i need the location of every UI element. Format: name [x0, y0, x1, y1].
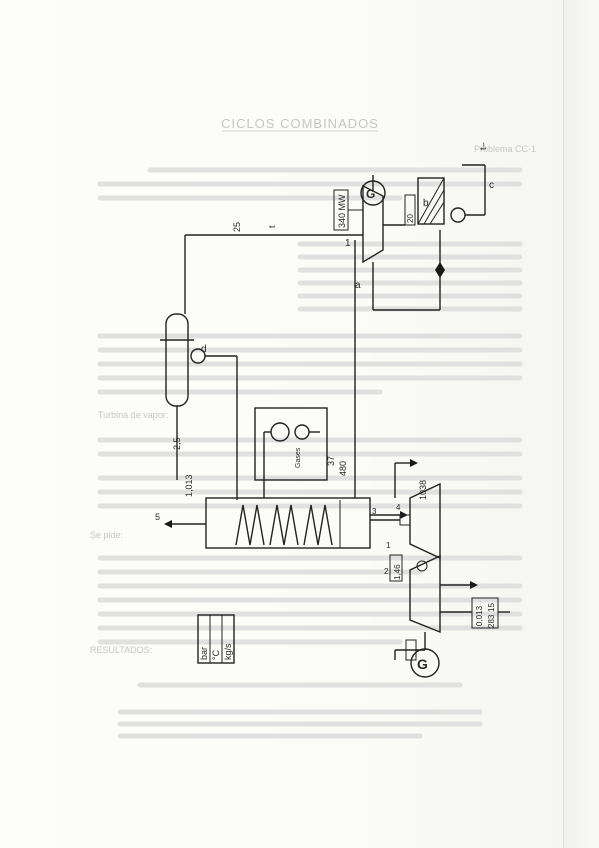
label-20: 20 — [406, 214, 415, 223]
coil-3 — [303, 504, 333, 546]
deaerator-group: d 2,5 — [160, 235, 238, 500]
label-283: 283 — [487, 614, 496, 628]
generator-bottom — [410, 648, 440, 678]
node-a: a — [355, 280, 361, 291]
gas-turbine — [362, 184, 384, 264]
units-kgs: kg/s — [223, 643, 233, 660]
drum-pump-2 — [294, 424, 310, 440]
steam-turbine-group: 1038 4 3 2 1 1,46 0,013 15 283 — [370, 459, 510, 678]
label-25: 25 — [232, 222, 242, 232]
units-legend: bar °C kg/s — [197, 614, 235, 664]
node-d: d — [201, 344, 207, 355]
label-1-013: 1,013 — [184, 474, 194, 497]
power-label: 340 MW — [337, 194, 347, 228]
node-1b: 1 — [386, 541, 391, 550]
units-celsius: °C — [211, 649, 221, 660]
node-c: c — [489, 180, 494, 191]
problem-heading: Problema CC-1 — [474, 144, 536, 154]
exhaust-arrow — [164, 520, 172, 528]
recovery-boiler — [205, 497, 371, 549]
label-37: 37 — [326, 456, 336, 466]
svg-text:G: G — [366, 187, 375, 201]
node-2: 2 — [384, 567, 389, 576]
node-b: b — [423, 198, 429, 209]
node-5: 5 — [155, 512, 160, 522]
hrsg-group: 5 1,013 Gases 480 37 — [155, 240, 371, 549]
svg-text:G: G — [417, 656, 428, 672]
results-heading: RESULTADOS: — [90, 645, 152, 655]
extraction-valve — [416, 560, 428, 572]
node-1: 1 — [345, 238, 351, 249]
label-15: 15 — [487, 603, 496, 612]
units-box — [197, 614, 235, 664]
inlet-mark: t– — [478, 142, 488, 150]
label-0-013: 0,013 — [475, 605, 484, 626]
hp-outlet-arrow — [410, 459, 418, 467]
label-2-5: 2,5 — [172, 437, 182, 450]
label-1-46: 1,46 — [393, 564, 402, 580]
gas-turbine-group: G 340 MW 20 c t– b 25 t 1 — [185, 142, 494, 311]
node-3: 3 — [372, 507, 377, 516]
drum-frame — [254, 407, 328, 481]
combustion-chamber — [417, 177, 445, 225]
steam-turbine-heading: Turbina de vapor: — [98, 410, 168, 420]
gas-note: Gases — [295, 447, 302, 468]
faded-text-block: CICLOS COMBINADOS Problema CC-1 Turbina … — [90, 116, 536, 739]
units-bar: bar — [199, 647, 209, 660]
coil-1 — [235, 504, 265, 546]
label-1038: 1038 — [418, 480, 428, 500]
coil-2 — [269, 504, 299, 546]
node-4: 4 — [396, 503, 401, 512]
sheet-edge — [563, 0, 599, 848]
asks-heading: Se pide: — [90, 530, 123, 540]
document-title: CICLOS COMBINADOS — [221, 116, 379, 131]
generator-top — [360, 180, 386, 206]
label-t: t — [267, 225, 277, 228]
lp-turbine — [409, 554, 441, 634]
label-480: 480 — [338, 461, 348, 476]
fuel-pump — [450, 207, 466, 223]
